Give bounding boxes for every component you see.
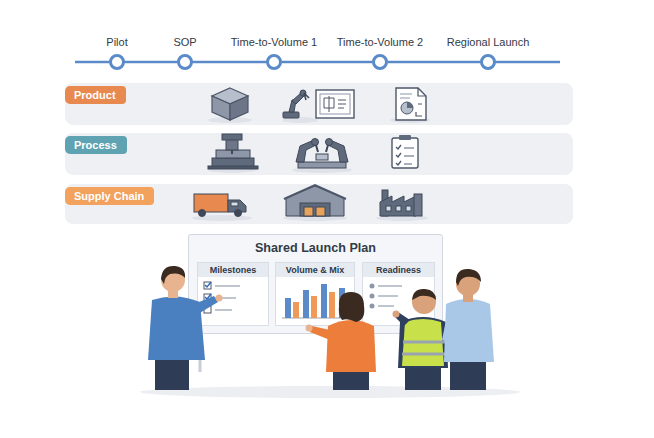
board-title: Shared Launch Plan bbox=[189, 241, 442, 255]
panel-heading: Milestones bbox=[198, 263, 268, 277]
panel-heading: Volume & Mix bbox=[276, 263, 354, 277]
product-band: Product bbox=[65, 83, 573, 125]
process-band: Process bbox=[65, 133, 573, 175]
milestone-label: Regional Launch bbox=[447, 36, 530, 48]
factory-icon bbox=[380, 190, 422, 216]
milestone-label: Time-to-Volume 2 bbox=[337, 36, 423, 48]
band-tag: Process bbox=[65, 136, 127, 154]
floor-shadow bbox=[140, 386, 520, 398]
volume-mix-panel: Volume & Mix bbox=[275, 262, 355, 326]
milestone-checks bbox=[204, 282, 240, 313]
supply-chain-band: Supply Chain bbox=[65, 184, 573, 224]
truck-icon bbox=[194, 194, 246, 217]
volume-bar-chart bbox=[282, 284, 350, 318]
milestones-panel: Milestones bbox=[197, 262, 269, 326]
panel-heading: Readiness bbox=[363, 263, 434, 277]
icon-shadows bbox=[192, 117, 430, 221]
checklist-icon bbox=[392, 135, 418, 168]
readiness-panel: Readiness bbox=[362, 262, 435, 326]
timeline-markers bbox=[111, 56, 495, 69]
person-manager bbox=[442, 269, 494, 390]
drawing-sheet-icon bbox=[316, 90, 354, 118]
cube-icon bbox=[212, 88, 248, 120]
person-presenter bbox=[148, 266, 223, 390]
person-worker bbox=[393, 289, 449, 390]
robot-arms-icon bbox=[296, 139, 348, 169]
board-stand bbox=[200, 335, 430, 372]
robot-arm-icon bbox=[283, 90, 309, 118]
person-woman bbox=[306, 292, 377, 390]
milestone-label: SOP bbox=[173, 36, 196, 48]
document-chart-icon bbox=[396, 88, 426, 120]
band-tag: Supply Chain bbox=[65, 187, 154, 205]
warehouse-icon bbox=[284, 185, 346, 216]
readiness-list bbox=[370, 284, 403, 309]
timeline-line bbox=[75, 61, 560, 64]
launch-plan-board: Shared Launch PlanMilestones Volume & Mix… bbox=[188, 234, 443, 334]
milestone-label: Time-to-Volume 1 bbox=[231, 36, 317, 48]
milestone-label: Pilot bbox=[106, 36, 127, 48]
machine-icon bbox=[208, 134, 258, 169]
band-tag: Product bbox=[65, 86, 126, 104]
